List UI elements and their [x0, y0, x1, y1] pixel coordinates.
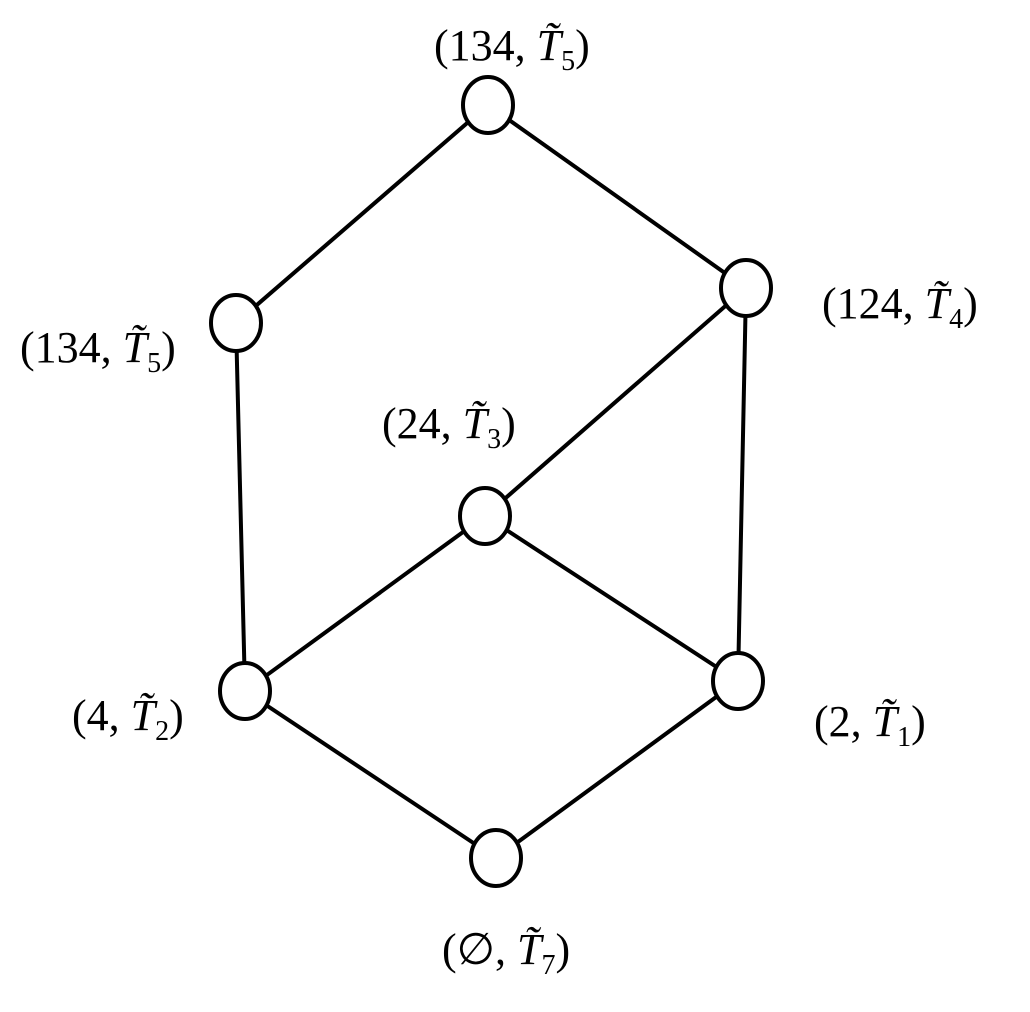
label-letter: T̃: [123, 323, 151, 372]
edge-right-lower-right: [736, 286, 748, 683]
label-set: (124,: [822, 279, 925, 328]
label-set: (∅,: [442, 925, 517, 974]
label-subscript: 2: [155, 716, 169, 747]
label-subscript: 4: [949, 304, 963, 335]
label-close: ): [911, 697, 926, 746]
edges: [234, 103, 748, 860]
label-subscript: 7: [541, 950, 555, 981]
labels: (134, T̃5)(134, T̃5)(124, T̃4)(24, T̃3)(…: [20, 21, 978, 981]
label-mid: (24, T̃3): [382, 399, 516, 455]
nodes: [209, 75, 773, 888]
label-letter: T̃: [463, 399, 491, 448]
label-close: ): [575, 21, 590, 70]
label-close: ): [555, 925, 570, 974]
label-set: (134,: [20, 323, 123, 372]
edge-mid-lower-right: [483, 514, 740, 683]
label-bottom: (∅, T̃7): [442, 925, 570, 981]
label-subscript: 3: [487, 424, 501, 455]
node-right: [719, 258, 773, 318]
label-letter: T̃: [925, 279, 953, 328]
edge-top-left: [234, 103, 490, 325]
label-close: ): [169, 691, 184, 740]
label-lower-right: (2, T̃1): [814, 697, 926, 753]
node-mid: [458, 486, 512, 546]
node-left: [209, 293, 263, 353]
label-lower-left: (4, T̃2): [72, 691, 184, 747]
label-close: ): [161, 323, 176, 372]
label-letter: T̃: [537, 21, 565, 70]
label-left: (134, T̃5): [20, 323, 176, 379]
label-letter: T̃: [131, 691, 159, 740]
label-set: (2,: [814, 697, 873, 746]
label-subscript: 5: [147, 348, 161, 379]
label-subscript: 1: [897, 722, 911, 753]
label-letter: T̃: [873, 697, 901, 746]
edge-lower-left-bottom: [243, 689, 498, 860]
label-set: (4,: [72, 691, 131, 740]
node-lower-right: [711, 651, 765, 711]
edge-top-right: [486, 103, 748, 290]
node-top: [461, 75, 515, 135]
label-top: (134, T̃5): [434, 21, 590, 77]
edge-mid-lower-left: [243, 514, 487, 693]
edge-right-mid: [483, 286, 748, 518]
label-close: ): [963, 279, 978, 328]
label-subscript: 5: [561, 46, 575, 77]
node-lower-left: [218, 661, 272, 721]
label-close: ): [501, 399, 516, 448]
edge-left-lower-left: [234, 321, 247, 693]
label-set: (24,: [382, 399, 463, 448]
label-letter: T̃: [517, 925, 545, 974]
label-set: (134,: [434, 21, 537, 70]
node-bottom: [469, 828, 523, 888]
edge-lower-right-bottom: [494, 679, 740, 860]
label-right: (124, T̃4): [822, 279, 978, 335]
